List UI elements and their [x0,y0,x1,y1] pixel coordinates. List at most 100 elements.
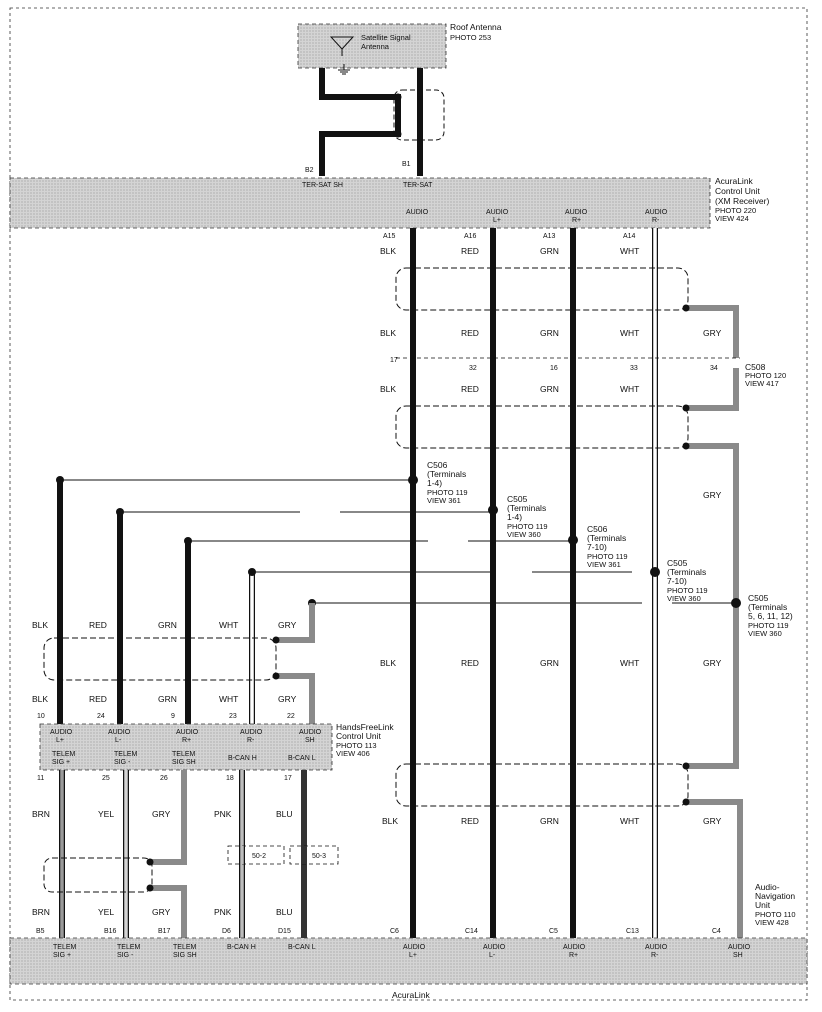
shield-left [43,637,277,681]
svg-text:7-10): 7-10) [587,542,607,552]
ll-bot-blu: BLU [276,907,293,917]
svg-text:(Terminals: (Terminals [427,469,466,479]
rw-gry-2: GRY [703,658,722,668]
ref-50-3: 50-3 [312,853,326,860]
c508-pin-32: 32 [469,365,477,372]
svg-text:7-10): 7-10) [667,576,687,586]
svg-text:R-: R- [247,737,255,744]
acl-pin-a13: A13 [543,233,556,240]
acl-name-2: Control Unit [715,186,761,196]
svg-text:(Terminals: (Terminals [587,533,626,543]
svg-text:C506: C506 [427,460,448,470]
lw-bot-gry: GRY [278,694,297,704]
svg-text:SIG -: SIG - [114,759,131,766]
lw-bot-red: RED [89,694,107,704]
connector-c505-a: C505 (Terminals 1-4) PHOTO 119 VIEW 360 [507,494,548,539]
svg-text:C505: C505 [748,593,769,603]
hfl-pin-18: 18 [226,775,234,782]
hfl-pin-17: 17 [284,775,292,782]
wire-gry-sh-2 [150,885,187,938]
antenna-icon [329,36,355,56]
lw-pin-24: 24 [97,713,105,720]
acl-term-top-4: AUDIO [645,209,668,216]
svg-text:PHOTO 119: PHOTO 119 [507,522,548,531]
rw-bot-red: RED [461,816,479,826]
page-border [9,7,808,1001]
svg-text:PHOTO 119: PHOTO 119 [748,621,789,630]
svg-text:SIG SH: SIG SH [172,759,196,766]
lw-pin-9: 9 [171,713,175,720]
rw-lower-wht: WHT [620,658,639,668]
bb-pin-c5: C5 [549,928,558,935]
acl-term-top-2: AUDIO [486,209,509,216]
hfl-pin-26: 26 [160,775,168,782]
rw-lower-red: RED [461,658,479,668]
bb-pin-d15: D15 [278,928,291,935]
svg-text:B-CAN L: B-CAN L [288,755,316,762]
c508-pin-33: 33 [630,365,638,372]
acl-term-bot-2: L+ [493,217,501,224]
bb-pin-c14: C14 [465,928,478,935]
svg-text:VIEW 361: VIEW 361 [427,496,461,505]
svg-text:(Terminals: (Terminals [748,602,787,612]
hfl-pin-25: 25 [102,775,110,782]
svg-text:AUDIO: AUDIO [563,944,586,951]
svg-text:1-4): 1-4) [507,512,522,522]
audio-navigation-unit-label: Audio- Navigation Unit PHOTO 110 VIEW 42… [755,882,796,927]
gry-drain-4 [686,799,743,938]
rw-after-blk: BLK [380,384,396,394]
acl-pin-a16: A16 [464,233,477,240]
svg-text:SIG +: SIG + [52,759,70,766]
acl-view: VIEW 424 [715,214,749,223]
rw-mid-blk: BLK [380,328,396,338]
svg-text:5, 6, 11, 12): 5, 6, 11, 12) [748,611,793,621]
svg-text:R+: R+ [182,737,191,744]
svg-text:SIG +: SIG + [53,952,71,959]
svg-text:VIEW 361: VIEW 361 [587,560,621,569]
rw-top-wht: WHT [620,246,639,256]
gry-left-1 [276,603,315,643]
lw-bot-blk: BLK [32,694,48,704]
rw-gry-1: GRY [703,490,722,500]
bb-pin-c4: C4 [712,928,721,935]
svg-text:TELEM: TELEM [53,944,77,951]
shield-right-2 [395,405,689,449]
antenna-name: Roof Antenna [450,22,502,32]
acl-term-bot-4: R- [652,217,660,224]
ground-icon [338,64,350,75]
svg-text:R+: R+ [569,952,578,959]
svg-text:SH: SH [305,737,315,744]
acl-term-top-3: AUDIO [565,209,588,216]
connector-c506-a: C506 (Terminals 1-4) PHOTO 119 VIEW 361 [427,460,468,505]
ll-top-blu: BLU [276,809,293,819]
svg-text:(Terminals: (Terminals [667,567,706,577]
c508-pin-34: 34 [710,365,718,372]
antenna-inner-label-2: Antenna [361,42,390,51]
rw-top-blk: BLK [380,246,396,256]
svg-text:B-CAN H: B-CAN H [228,755,257,762]
audio-navigation-unit-bar: TELEM SIG + TELEM SIG - TELEM SIG SH B-C… [9,937,808,985]
c508-pin-17: 17 [390,357,398,364]
terminal-ter-sat: TER-SAT [403,182,433,189]
rw-after-wht: WHT [620,384,639,394]
gry-drain-1 [686,305,739,358]
svg-text:B-CAN L: B-CAN L [288,944,316,951]
acl-pin-a14: A14 [623,233,636,240]
svg-text:VIEW 360: VIEW 360 [748,629,782,638]
bb-pin-b16: B16 [104,928,117,935]
antenna-shield [393,89,445,141]
svg-text:L-: L- [489,952,496,959]
svg-text:PHOTO 110: PHOTO 110 [755,910,796,919]
lw-top-red: RED [89,620,107,630]
rw-bot-wht: WHT [620,816,639,826]
svg-text:SIG SH: SIG SH [173,952,197,959]
svg-text:(Terminals: (Terminals [507,503,546,513]
connector-c505-c: C505 (Terminals 5, 6, 11, 12) PHOTO 119 … [748,593,793,638]
rw-bot-blk: BLK [382,816,398,826]
ll-top-yel: YEL [98,809,114,819]
svg-text:AUDIO: AUDIO [403,944,426,951]
rw-bot-grn: GRN [540,816,559,826]
roof-antenna: Satellite Signal Antenna Roof Antenna PH… [297,22,502,75]
svg-text:PHOTO 119: PHOTO 119 [667,586,708,595]
shield-right-3 [395,763,689,807]
